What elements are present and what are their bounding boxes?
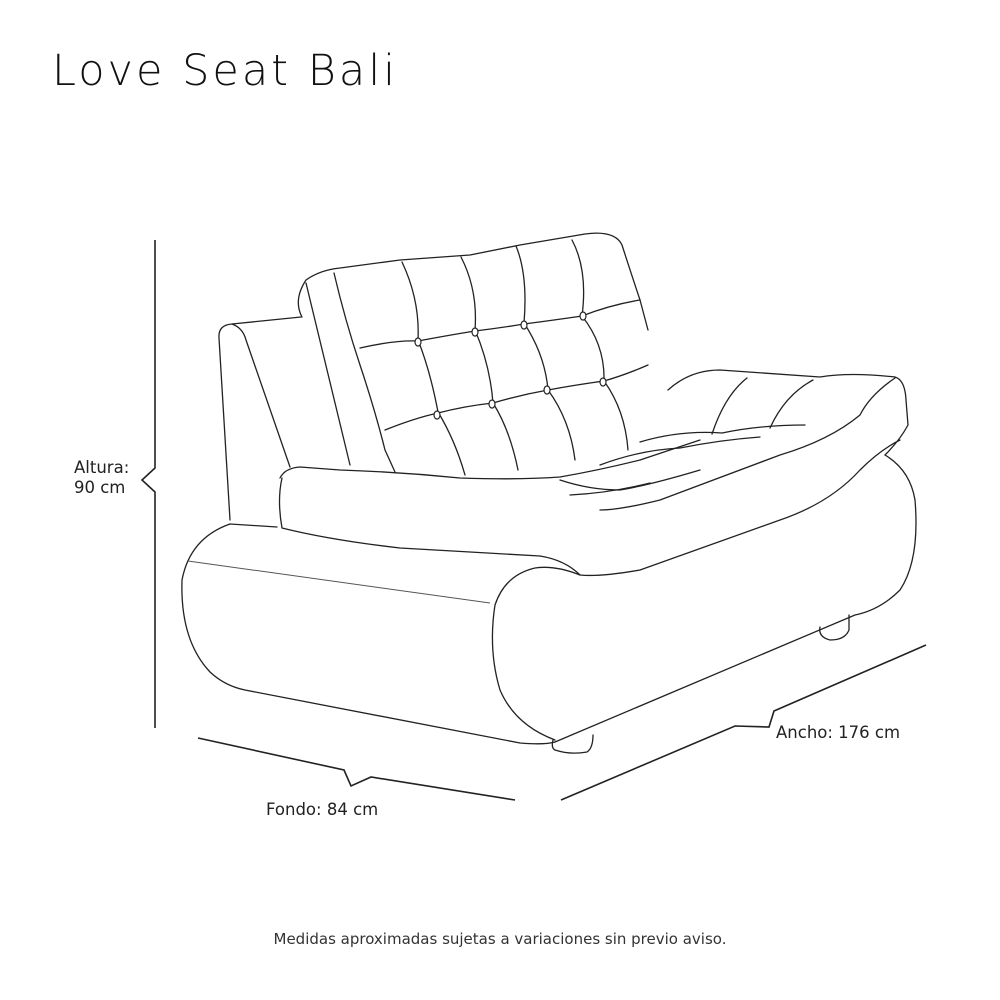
tuft-button xyxy=(433,410,441,420)
width-dimension-line xyxy=(560,644,927,801)
width-label: Ancho: 176 cm xyxy=(776,723,901,742)
seat-cushion xyxy=(278,439,901,577)
right-armrest-cushion xyxy=(599,369,909,511)
left-back-panel xyxy=(218,316,302,521)
tuft-button xyxy=(414,337,422,347)
height-label-title: Altura: xyxy=(74,458,130,477)
height-label-value: 90 cm xyxy=(74,477,126,497)
disclaimer-footnote: Medidas aproximadas sujetas a variacione… xyxy=(273,930,727,948)
tuft-button xyxy=(488,399,496,409)
depth-dimension-line xyxy=(197,737,516,801)
tuft-button xyxy=(579,311,587,321)
tuft-button xyxy=(543,385,551,395)
product-title: Love Seat Bali xyxy=(52,46,399,96)
height-dimension-line xyxy=(140,240,156,728)
sofa-base xyxy=(181,454,917,754)
back-cushion xyxy=(297,232,649,476)
depth-label: Fondo: 84 cm xyxy=(266,800,379,819)
tuft-button xyxy=(520,320,528,330)
tuft-button xyxy=(599,377,607,387)
tuft-button xyxy=(471,327,479,337)
height-label: Altura: 90 cm xyxy=(74,458,129,498)
